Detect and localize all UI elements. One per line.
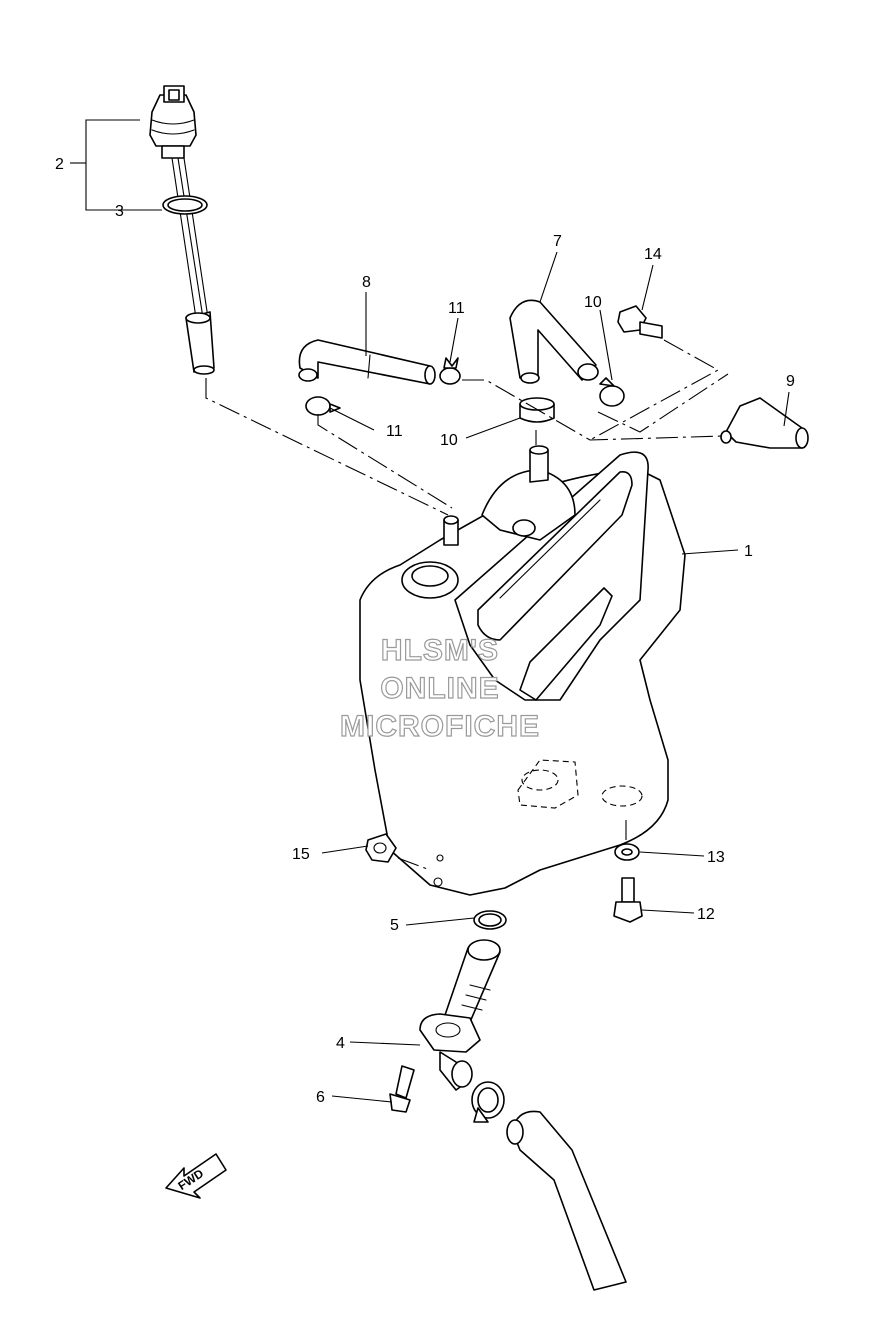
bolt-14 bbox=[617, 305, 663, 339]
callout-11-lower: 11 bbox=[386, 423, 403, 440]
callout-2: 2 bbox=[55, 156, 64, 173]
callout-13: 13 bbox=[707, 849, 725, 866]
watermark-line-1: HLSM'S bbox=[381, 634, 499, 667]
callout-8: 8 bbox=[362, 274, 371, 291]
callout-14: 14 bbox=[644, 246, 662, 263]
callout-7: 7 bbox=[553, 233, 562, 250]
callout-11-upper: 11 bbox=[448, 300, 465, 317]
hose-clamp-10-upper bbox=[599, 377, 625, 407]
leader-lines bbox=[321, 251, 790, 1103]
callouts: 1 2 3 4 5 6 7 8 9 10 10 11 11 12 13 14 1… bbox=[55, 156, 795, 1106]
assembly-lines bbox=[205, 339, 729, 871]
watermark-line-2: ONLINE bbox=[380, 672, 499, 705]
callout-10-upper: 10 bbox=[584, 294, 602, 311]
watermark-line-3: MICROFICHE bbox=[340, 710, 540, 743]
bolt-12 bbox=[613, 877, 643, 923]
callout-5: 5 bbox=[390, 917, 399, 934]
callout-4: 4 bbox=[336, 1035, 345, 1052]
hose-7 bbox=[509, 299, 599, 384]
o-ring-3 bbox=[162, 195, 208, 215]
watermark: HLSM'S ONLINE MICROFICHE bbox=[339, 633, 540, 743]
callout-10-lower: 10 bbox=[440, 432, 458, 449]
callout-9: 9 bbox=[786, 373, 795, 390]
joint-9 bbox=[720, 397, 809, 449]
hose-clamp-11-upper bbox=[439, 357, 461, 385]
hose-clamp-10-lower bbox=[519, 397, 555, 423]
forward-arrow-icon: FWD bbox=[165, 1153, 227, 1199]
callout-12: 12 bbox=[697, 906, 715, 923]
o-ring-5 bbox=[473, 910, 507, 930]
strainer-pipe-4 bbox=[419, 939, 501, 1091]
lower-hose-clamp bbox=[471, 1081, 505, 1123]
bolt-6 bbox=[389, 1065, 415, 1113]
collar-15 bbox=[365, 833, 397, 863]
washer-13 bbox=[614, 843, 640, 861]
oil-level-sensor bbox=[149, 85, 215, 375]
lower-hose bbox=[506, 1110, 627, 1291]
breather-hose-8 bbox=[298, 339, 436, 385]
bracket-2-3 bbox=[85, 119, 140, 211]
hose-clamp-11-lower bbox=[305, 396, 341, 416]
callout-15: 15 bbox=[292, 846, 310, 863]
oil-tank-1 bbox=[359, 445, 686, 896]
callout-3: 3 bbox=[115, 203, 124, 220]
callout-6: 6 bbox=[316, 1089, 325, 1106]
callout-1: 1 bbox=[744, 543, 753, 560]
